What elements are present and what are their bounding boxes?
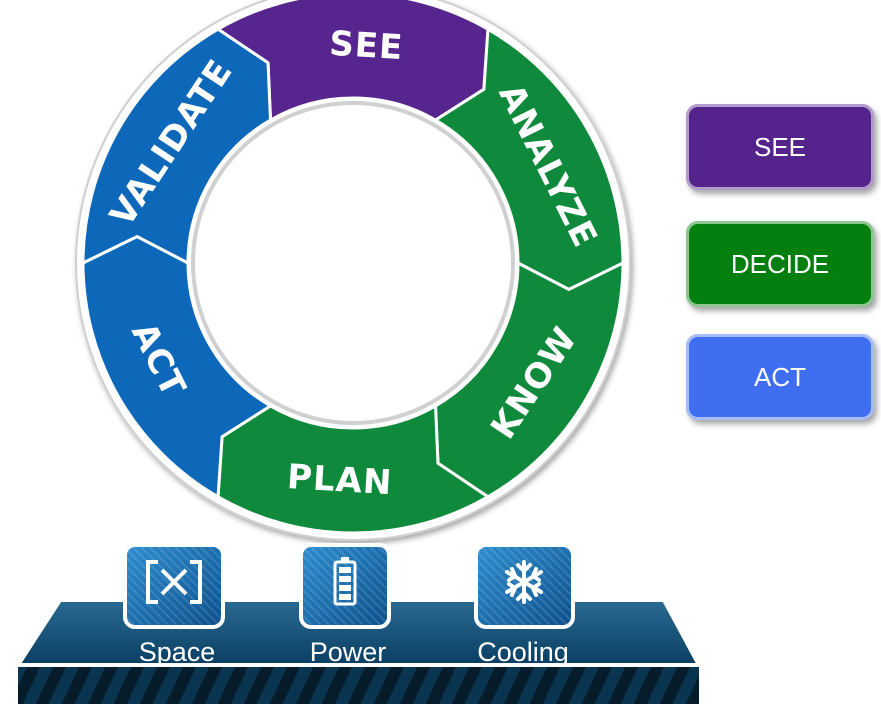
cycle-label-see: SEE: [328, 24, 404, 68]
tile-cooling-label: Cooling: [477, 637, 569, 667]
space-bracket-x-icon: [146, 560, 202, 604]
legend-act-label: ACT: [754, 361, 806, 392]
platform-hazard-stripes: [18, 667, 699, 704]
ring-center-hole: [191, 101, 515, 425]
legend-decide-label: DECIDE: [730, 248, 830, 279]
legend-see-box[interactable]: SEE: [686, 104, 874, 190]
tile-cooling[interactable]: [474, 543, 575, 629]
snowflake-icon: [505, 560, 543, 604]
tile-space[interactable]: [123, 543, 225, 629]
legend-see-label: SEE: [753, 131, 807, 162]
cycle-segment-validate: [81, 27, 273, 266]
tile-space-label: Space: [139, 637, 216, 667]
tile-power[interactable]: [299, 543, 391, 629]
legend-act-box[interactable]: ACT: [686, 334, 874, 420]
tile-power-label: Power: [310, 637, 387, 667]
battery-icon: [333, 557, 357, 606]
cycle-label-plan: PLAN: [286, 457, 394, 503]
legend-decide-box[interactable]: DECIDE: [686, 221, 874, 307]
